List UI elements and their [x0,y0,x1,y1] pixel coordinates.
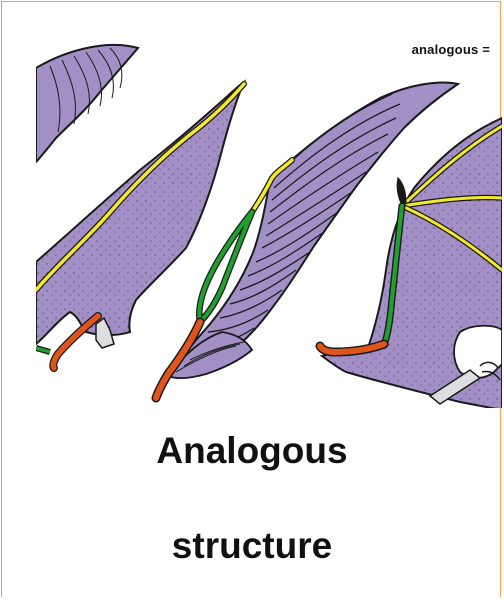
wing-comparison-illustration [0,0,504,420]
pterosaur-upper-membrane [36,45,138,162]
bat-notch [454,326,502,378]
bat-thumb-claw [397,178,406,206]
analogous-label: analogous = [412,42,490,57]
caption-line-2: structure [0,525,504,567]
caption-line-1: Analogous [0,430,504,472]
